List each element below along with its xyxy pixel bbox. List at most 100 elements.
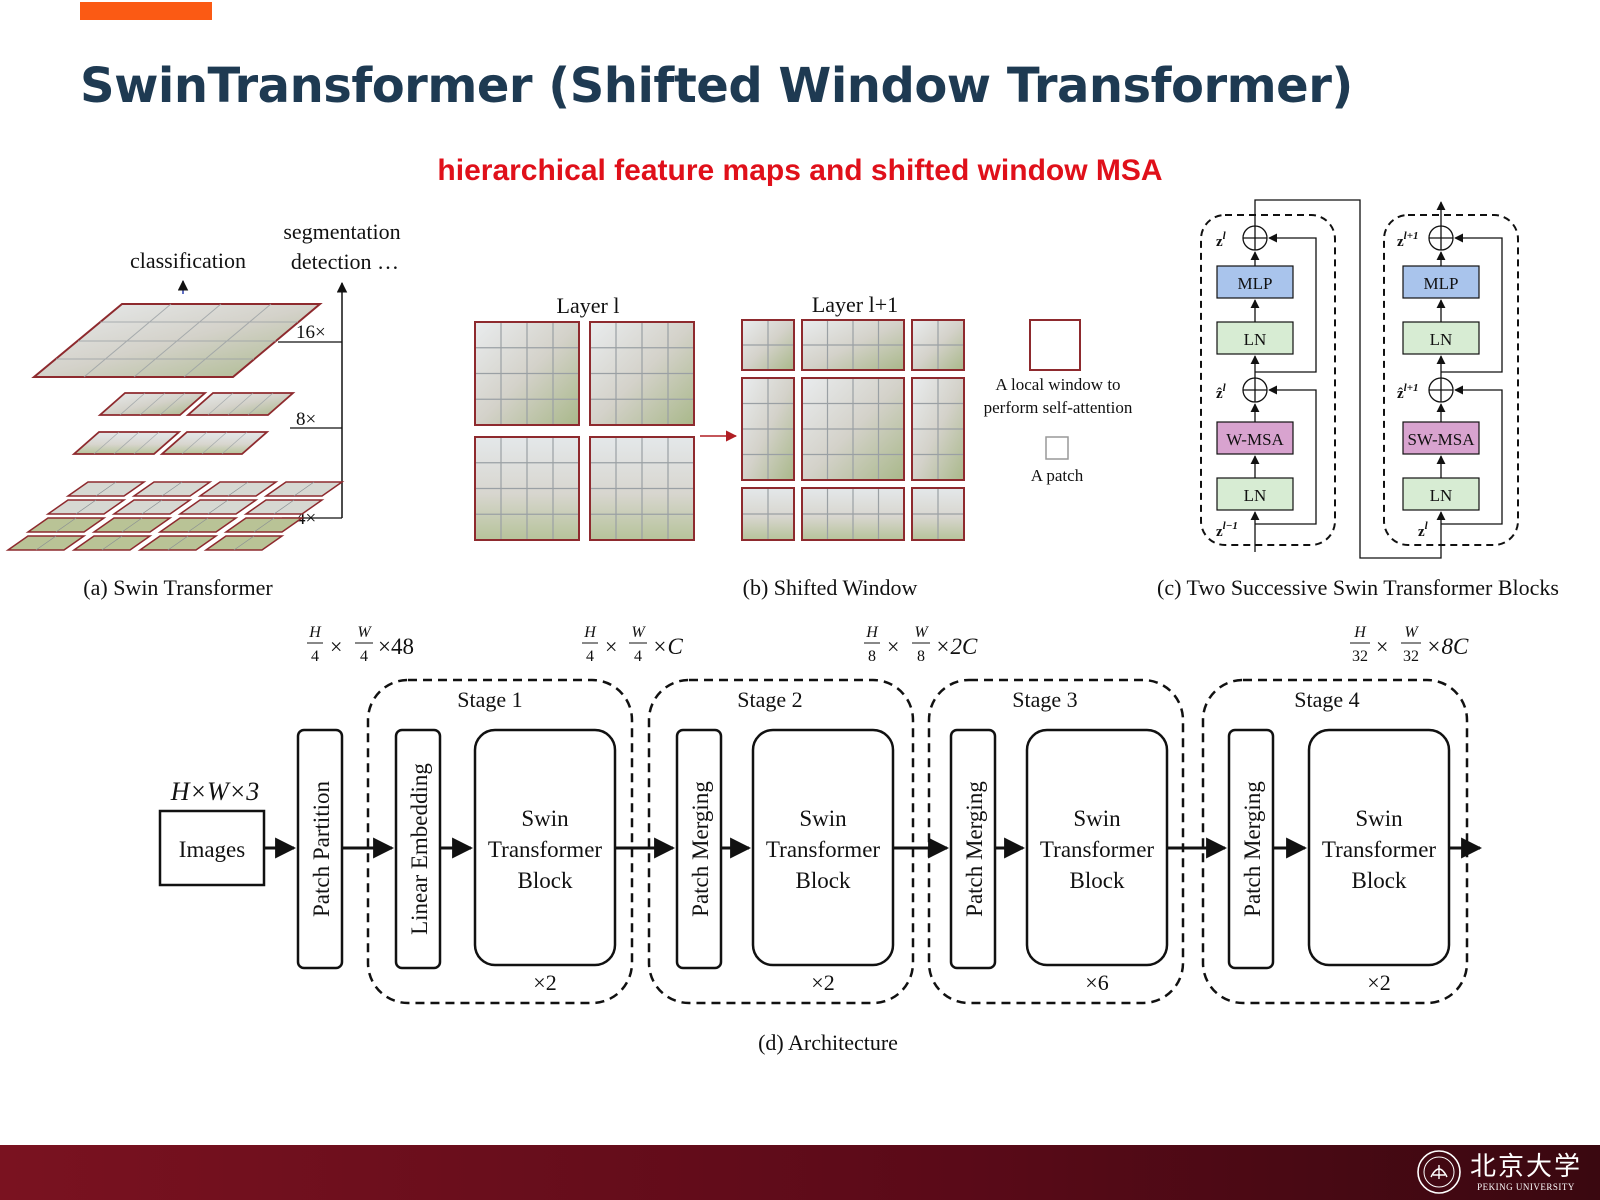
svg-text:H: H [308, 624, 322, 641]
layer-l1-grid [742, 320, 964, 540]
svg-text:4: 4 [311, 648, 319, 665]
svg-text:Block: Block [796, 868, 851, 893]
panel-b: Layer l Layer l+1 A local window to perf… [475, 292, 1133, 600]
stage3-label: Stage 3 [1012, 687, 1077, 712]
dims-stage2: H 8 × W 8 ×2C [864, 624, 978, 665]
svg-text:Swin: Swin [1355, 806, 1403, 831]
svg-text:×C: ×C [652, 634, 684, 659]
label-classification: classification [130, 248, 246, 273]
block1-ln-bottom-label: LN [1244, 486, 1267, 505]
block2-mlp-label: MLP [1424, 274, 1459, 293]
svg-text:4: 4 [634, 648, 642, 665]
svg-text:Transformer: Transformer [1040, 837, 1154, 862]
caption-b: (b) Shifted Window [743, 575, 918, 600]
swin-block-4: Swin Transformer Block ×2 [1309, 730, 1449, 995]
scale-label-16: 16× [296, 322, 326, 343]
svg-text:Block: Block [1070, 868, 1125, 893]
feature-map-16x [34, 304, 320, 377]
svg-text:Transformer: Transformer [1322, 837, 1436, 862]
block1-mlp-label: MLP [1238, 274, 1273, 293]
legend-patch-label: A patch [1031, 466, 1084, 485]
svg-text:W: W [631, 624, 646, 641]
svg-text:H: H [583, 624, 597, 641]
svg-text:Block: Block [518, 868, 573, 893]
stage4-label: Stage 4 [1294, 687, 1359, 712]
stage2-repeat: ×2 [811, 970, 834, 995]
block2-ln-top-label: LN [1430, 330, 1453, 349]
svg-text:4: 4 [586, 648, 594, 665]
block2-ln-bottom-label: LN [1430, 486, 1453, 505]
svg-text:Block: Block [1352, 868, 1407, 893]
footer-bar: 北京大学 PEKING UNIVERSITY [0, 1145, 1600, 1200]
caption-c: (c) Two Successive Swin Transformer Bloc… [1157, 575, 1559, 600]
svg-text:×2C: ×2C [935, 634, 978, 659]
legend-window-icon [1030, 320, 1080, 370]
svg-text:×: × [1376, 634, 1388, 659]
swin-block-1: Swin Transformer Block ×2 [475, 730, 615, 995]
svg-text:×: × [330, 634, 342, 659]
block2-z-in: zl [1418, 520, 1429, 540]
caption-a: (a) Swin Transformer [83, 575, 273, 600]
legend-patch-icon [1046, 437, 1068, 459]
patch-merging-label-4: Patch Merging [1240, 781, 1265, 917]
svg-text:×: × [887, 634, 899, 659]
label-detection: detection … [291, 249, 399, 274]
patch-partition-label: Patch Partition [309, 780, 334, 917]
svg-text:×: × [605, 634, 617, 659]
svg-text:32: 32 [1352, 648, 1368, 665]
block1-z-out: zl [1216, 230, 1227, 250]
swin-block-2: Swin Transformer Block ×2 [753, 730, 893, 995]
legend-window-line2: perform self-attention [984, 398, 1133, 417]
svg-text:Swin: Swin [1073, 806, 1121, 831]
patch-merging-label-3: Patch Merging [962, 781, 987, 917]
university-seal-icon [1416, 1149, 1462, 1195]
layer-l-grid [475, 322, 694, 540]
panel-a: classification segmentation detection … … [8, 219, 401, 600]
svg-text:W: W [914, 624, 929, 641]
svg-text:H: H [1353, 624, 1367, 641]
dims-stage4: H 32 × W 32 ×8C [1350, 624, 1469, 665]
input-dims: H×W×3 [170, 777, 260, 806]
swin-block-3: Swin Transformer Block ×6 [1027, 730, 1167, 995]
university-name-en: PEKING UNIVERSITY [1477, 1182, 1575, 1192]
stage1-label: Stage 1 [457, 687, 522, 712]
feature-map-8x [74, 393, 293, 454]
label-segmentation: segmentation [283, 219, 400, 244]
block2-z-mid: ẑl+1 [1397, 382, 1419, 402]
svg-text:×48: ×48 [378, 634, 414, 659]
university-logo: 北京大学 PEKING UNIVERSITY [1416, 1149, 1582, 1195]
stage2-label: Stage 2 [737, 687, 802, 712]
panel-c: MLP LN W-MSA LN zl ẑl zl−1 MLP LN [1157, 200, 1559, 600]
svg-text:8: 8 [917, 648, 925, 665]
block1-z-in: zl−1 [1216, 520, 1238, 540]
swin-diagram: classification segmentation detection … … [0, 0, 1600, 1145]
feature-map-4x [8, 482, 342, 550]
panel-d: H 4 × W 4 ×48 H 4 × W 4 ×C H 8 × W 8 [160, 624, 1480, 1055]
svg-text:Transformer: Transformer [766, 837, 880, 862]
dims-stage1: H 4 × W 4 ×C [582, 624, 684, 665]
svg-text:×8C: ×8C [1426, 634, 1469, 659]
patch-merging-label-2: Patch Merging [688, 781, 713, 917]
svg-text:H: H [865, 624, 879, 641]
university-name-cn: 北京大学 [1470, 1152, 1582, 1182]
svg-text:Swin: Swin [521, 806, 569, 831]
svg-text:Transformer: Transformer [488, 837, 602, 862]
block1-ln-top-label: LN [1244, 330, 1267, 349]
block1-z-mid: ẑl [1216, 382, 1227, 402]
svg-text:W: W [357, 624, 372, 641]
caption-d: (d) Architecture [758, 1030, 898, 1055]
svg-text:4: 4 [360, 648, 368, 665]
block2-z-out: zl+1 [1397, 230, 1419, 250]
svg-text:32: 32 [1403, 648, 1419, 665]
linear-embedding-label: Linear Embedding [407, 763, 432, 935]
block2-swmsa-label: SW-MSA [1407, 430, 1475, 449]
stage4-repeat: ×2 [1367, 970, 1390, 995]
svg-text:8: 8 [868, 648, 876, 665]
scale-label-8: 8× [296, 409, 316, 430]
dims-stage0: H 4 × W 4 ×48 [307, 624, 414, 665]
label-layer-l1: Layer l+1 [812, 292, 898, 317]
block1-wmsa-label: W-MSA [1226, 430, 1284, 449]
images-label: Images [179, 837, 245, 862]
legend-window-line1: A local window to [995, 375, 1120, 394]
label-layer-l: Layer l [557, 293, 620, 318]
